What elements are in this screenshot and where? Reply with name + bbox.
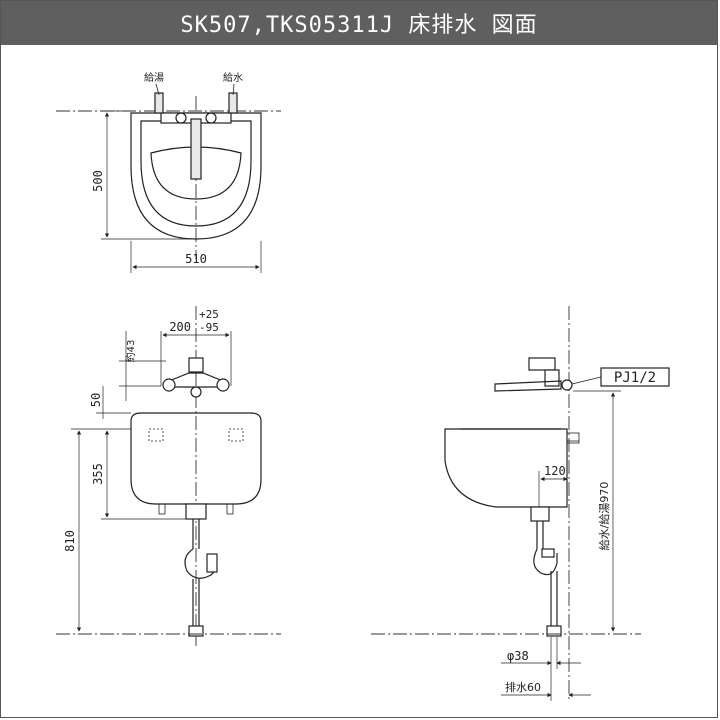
pj-label: PJ1/2 (614, 370, 656, 386)
front-hot-valve (162, 378, 176, 392)
label-cold: 給水 (223, 71, 243, 84)
hot-valve (154, 92, 164, 114)
top-view: 給湯 給水 500 510 (56, 71, 281, 273)
side-view: PJ1/2 120 給水/給湯970 (371, 306, 670, 701)
cold-valve (228, 92, 238, 114)
pj-label-box (600, 367, 670, 387)
side-trap (533, 548, 558, 576)
side-drain-fitting (530, 506, 550, 522)
side-spout (494, 380, 562, 392)
cold-handle (205, 112, 217, 124)
front-basin (130, 412, 262, 505)
side-faucet-body (544, 369, 560, 387)
label-hot: 給湯 (144, 71, 164, 84)
page-title: SK507,TKS05311J 床排水 図面 (1, 1, 717, 45)
foot-left (158, 503, 166, 515)
dim-120: 120 (544, 464, 566, 478)
dim-spacing: 200 (169, 320, 191, 334)
dim-faucet: 約43 (124, 340, 137, 363)
front-drain-fitting (185, 503, 207, 520)
dim-970: 給水/給湯970 (597, 482, 611, 551)
front-faucet-body (188, 357, 204, 373)
bracket-left (148, 428, 164, 442)
dim-drain60: 排水60 (505, 680, 541, 694)
dim-width-510: 510 (185, 252, 207, 266)
dim-50: 50 (89, 393, 103, 407)
side-floor-flange (546, 625, 562, 637)
front-cold-valve (216, 378, 230, 392)
front-view: 200 +25 -95 約43 50 (56, 306, 281, 646)
front-spout (190, 386, 202, 398)
side-valve (561, 379, 573, 391)
dim-810: 810 (63, 530, 77, 552)
side-faucet-handle (528, 357, 556, 371)
basin-outline (130, 112, 262, 240)
foot-right (226, 503, 234, 515)
dim-spacing-minus: -95 (199, 321, 219, 334)
bracket-right (228, 428, 244, 442)
trap-nut (206, 553, 218, 573)
dim-phi38: φ38 (507, 649, 529, 663)
basin-inner (140, 120, 252, 227)
spout (190, 118, 202, 180)
dim-355: 355 (91, 463, 105, 485)
front-floor-flange (188, 625, 204, 637)
dim-depth-500: 500 (91, 170, 105, 192)
hot-handle (175, 112, 187, 124)
dim-spacing-plus: +25 (199, 308, 219, 321)
